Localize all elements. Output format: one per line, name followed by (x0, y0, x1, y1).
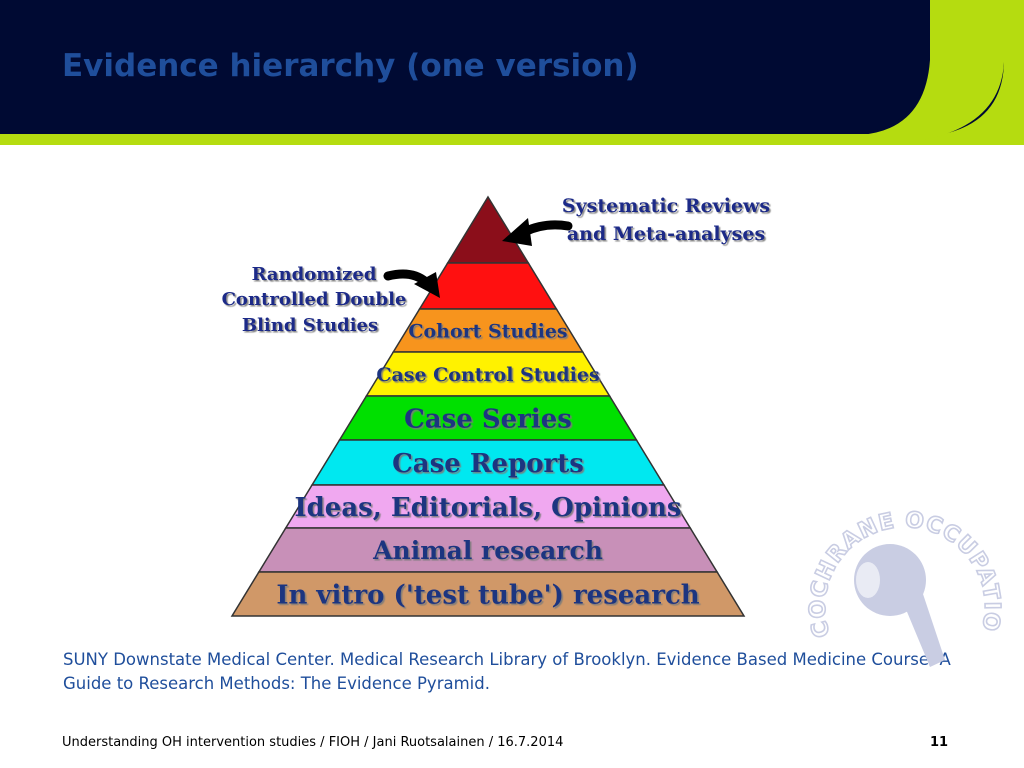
header-navy-inner (0, 0, 930, 134)
arrow-icon (519, 220, 573, 237)
citation-text: SUNY Downstate Medical Center. Medical R… (63, 650, 951, 693)
arrowhead-icon (502, 218, 532, 246)
footer-text: Understanding OH intervention studies / … (62, 735, 564, 750)
hammer-icon (854, 544, 945, 667)
pyramid-level-label-7: Ideas, Editorials, Opinions (294, 493, 681, 523)
pyramid-level-label-9: In vitro ('test tube') research (276, 580, 699, 610)
callout-meta-analyses: and Meta-analyses (567, 223, 765, 245)
pyramid-level-label-8: Animal research (372, 536, 603, 565)
pyramid-level-2 (418, 262, 558, 310)
header-white-cut (0, 0, 1004, 145)
pyramid-level-9 (230, 571, 746, 617)
callout-blind-studies: Blind Studies (242, 315, 378, 336)
page-number: 11 (930, 735, 949, 750)
pyramid-level-label-3: Cohort Studies (408, 320, 567, 342)
cochrane-occupational-health-logo: COCHRANE OCCUPATIONAL HEALTH FIELD (790, 485, 1004, 667)
pyramid-level-label-4: Case Control Studies (376, 364, 599, 386)
pyramid-level-label-6: Case Reports (392, 449, 584, 479)
pyramid-level-label-5: Case Series (404, 404, 572, 434)
slide-title: Evidence hierarchy (one version) (62, 48, 639, 84)
header-banner (0, 0, 1024, 145)
arrowhead-icon (414, 272, 440, 298)
callout-systematic-reviews: Systematic Reviews (562, 195, 770, 217)
callout-controlled-double: Controlled Double (222, 289, 407, 310)
callout-randomized: Randomized (252, 264, 377, 285)
